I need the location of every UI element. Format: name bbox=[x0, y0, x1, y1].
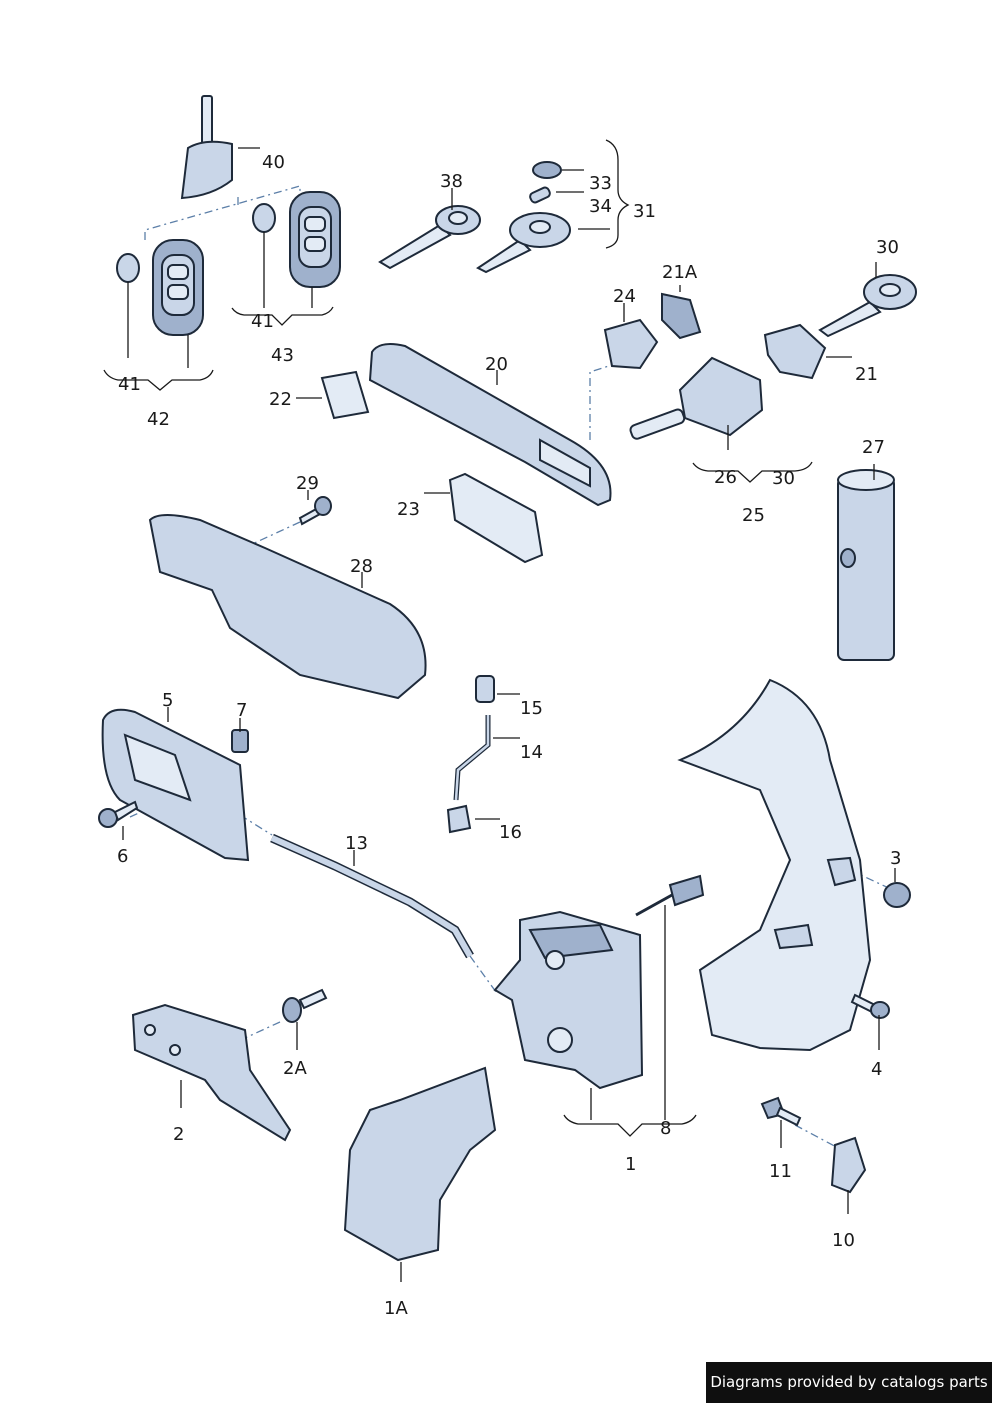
label-8: 8 bbox=[660, 1118, 671, 1139]
label-7: 7 bbox=[236, 700, 247, 721]
label-30-key: 30 bbox=[876, 237, 899, 258]
label-11: 11 bbox=[769, 1161, 792, 1182]
label-2: 2 bbox=[173, 1124, 184, 1145]
pin-34 bbox=[529, 186, 551, 204]
battery-41-right bbox=[252, 203, 276, 233]
label-15: 15 bbox=[520, 698, 543, 719]
label-28: 28 bbox=[350, 556, 373, 577]
label-26: 26 bbox=[714, 467, 737, 488]
label-21a: 21A bbox=[662, 262, 698, 283]
spray-can-27 bbox=[837, 469, 895, 661]
rod-14-fill bbox=[454, 715, 490, 801]
label-30-cyl: 30 bbox=[772, 468, 795, 489]
label-40: 40 bbox=[262, 152, 285, 173]
label-29: 29 bbox=[296, 473, 319, 494]
label-10: 10 bbox=[832, 1230, 855, 1251]
label-13: 13 bbox=[345, 833, 368, 854]
label-41-left: 41 bbox=[118, 374, 141, 395]
bracket-2 bbox=[131, 1003, 292, 1142]
label-34: 34 bbox=[589, 196, 612, 217]
label-31: 31 bbox=[633, 201, 656, 222]
label-16: 16 bbox=[499, 822, 522, 843]
lock-cylinder-26 bbox=[629, 356, 764, 440]
door-lock-1 bbox=[493, 910, 644, 1090]
seal-23 bbox=[448, 472, 544, 564]
label-24: 24 bbox=[613, 286, 636, 307]
remote-key-42 bbox=[152, 239, 204, 336]
label-43: 43 bbox=[271, 345, 294, 366]
key-30 bbox=[818, 274, 917, 338]
label-20: 20 bbox=[485, 354, 508, 375]
rivet-2a bbox=[282, 988, 328, 1023]
leader-lines bbox=[103, 139, 896, 1282]
label-1: 1 bbox=[625, 1154, 636, 1175]
part-labels: 40 38 33 34 31 41 43 41 42 30 21A 24 20 … bbox=[117, 152, 901, 1319]
lock-housing-1a bbox=[343, 1066, 497, 1262]
label-27: 27 bbox=[862, 437, 885, 458]
key-insert-40 bbox=[180, 95, 233, 200]
gasket-22 bbox=[320, 370, 370, 420]
nut-3 bbox=[883, 882, 911, 908]
label-41-right: 41 bbox=[251, 311, 274, 332]
label-5: 5 bbox=[162, 690, 173, 711]
label-3: 3 bbox=[890, 848, 901, 869]
inner-handle-5 bbox=[101, 708, 250, 862]
cap-15 bbox=[475, 675, 495, 703]
screw-11 bbox=[760, 1096, 802, 1127]
label-1a: 1A bbox=[384, 1298, 408, 1319]
cable-13 bbox=[270, 833, 474, 959]
assembly-line-handle bbox=[589, 364, 613, 440]
bracket-21 bbox=[763, 323, 827, 380]
cover-21a bbox=[661, 292, 702, 340]
label-14: 14 bbox=[520, 742, 543, 763]
key-38 bbox=[378, 205, 481, 270]
label-42: 42 bbox=[147, 409, 170, 430]
label-6: 6 bbox=[117, 846, 128, 867]
connector-8 bbox=[635, 874, 705, 917]
label-38: 38 bbox=[440, 171, 463, 192]
handle-carrier-28 bbox=[148, 514, 427, 700]
battery-41-left bbox=[116, 253, 140, 283]
door-handle-20 bbox=[368, 343, 612, 507]
label-33: 33 bbox=[589, 173, 612, 194]
label-21: 21 bbox=[855, 364, 878, 385]
label-2a: 2A bbox=[283, 1058, 307, 1079]
assembly-line-remote bbox=[144, 185, 301, 240]
striker-10 bbox=[830, 1136, 867, 1194]
screw-29 bbox=[298, 496, 332, 526]
remote-key-43 bbox=[289, 191, 341, 288]
label-25: 25 bbox=[742, 505, 765, 526]
credit-banner: Diagrams provided by catalogs parts bbox=[706, 1362, 992, 1403]
clip-7 bbox=[231, 729, 249, 753]
cap-33 bbox=[532, 161, 562, 179]
label-4: 4 bbox=[871, 1059, 882, 1080]
screw-6 bbox=[98, 800, 139, 828]
label-22: 22 bbox=[269, 389, 292, 410]
grommet-16 bbox=[446, 804, 472, 834]
door-frame bbox=[677, 678, 872, 1052]
key-31 bbox=[476, 212, 571, 274]
screw-4 bbox=[850, 993, 890, 1019]
cap-24 bbox=[603, 318, 659, 370]
assembly-line-rivet bbox=[244, 1021, 281, 1039]
label-23: 23 bbox=[397, 499, 420, 520]
